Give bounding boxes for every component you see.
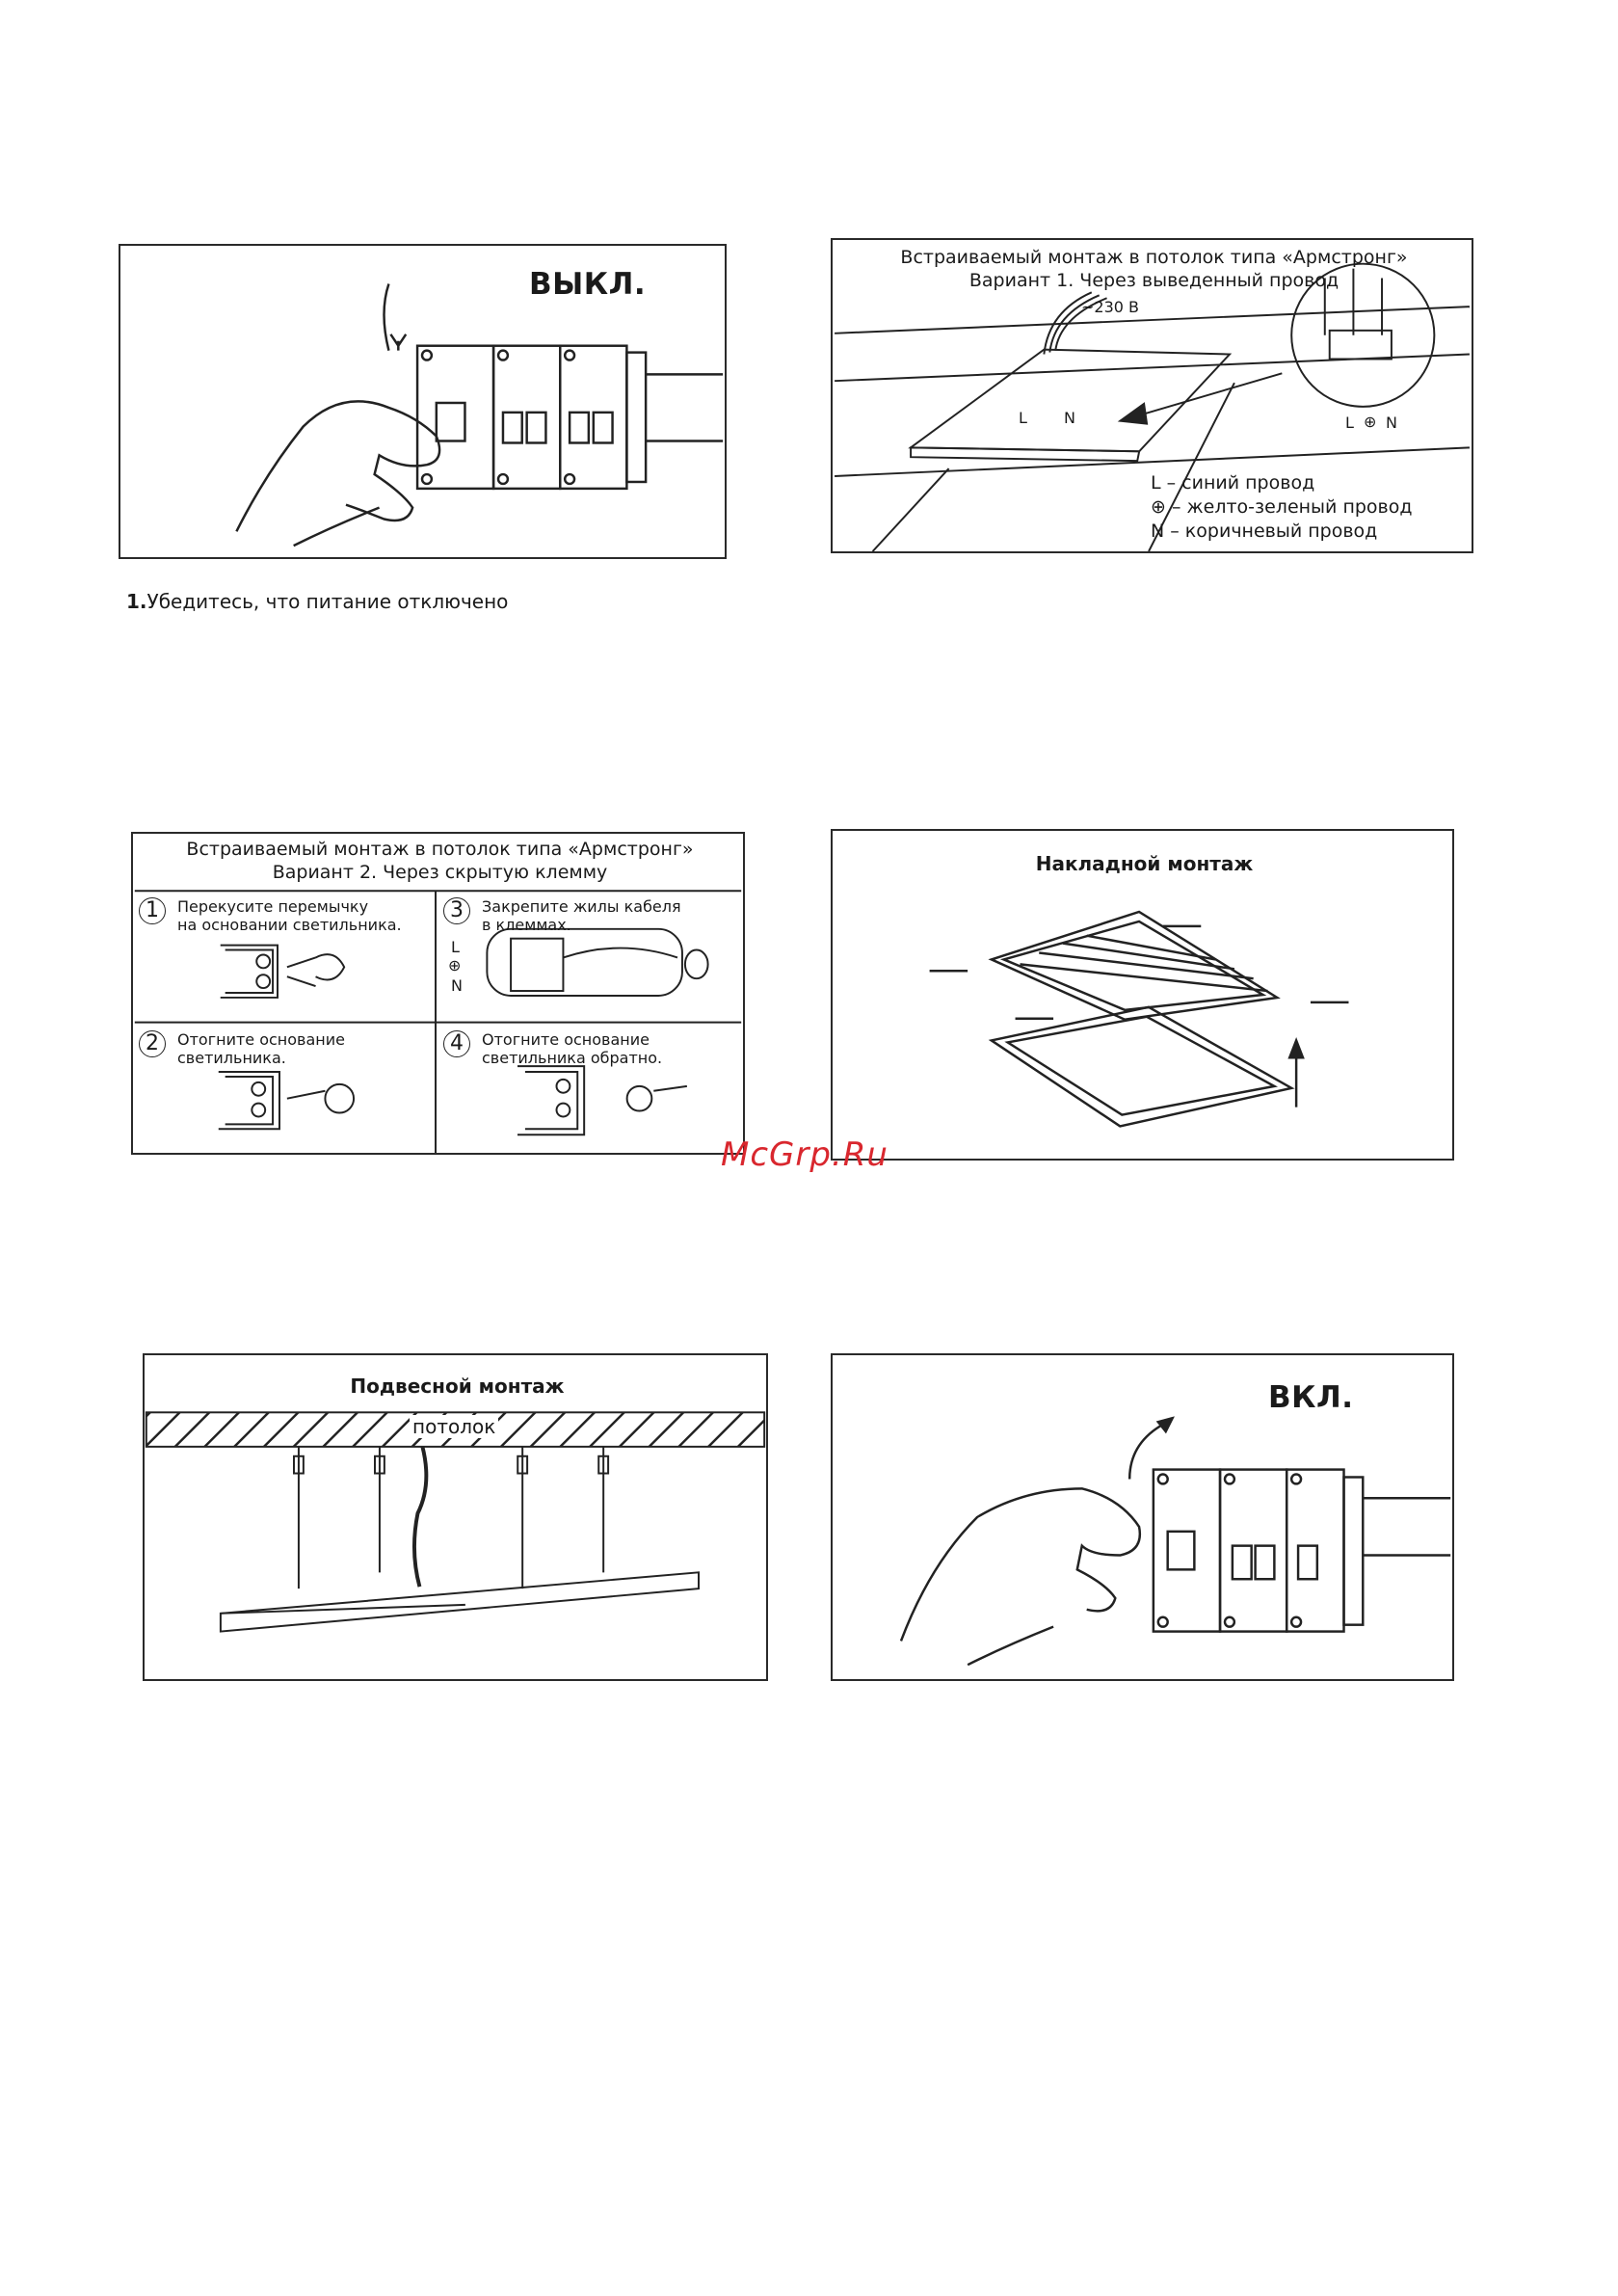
panel-surface-mount: Накладной монтаж [831, 829, 1454, 1161]
panel-armstrong-variant2: Встраиваемый монтаж в потолок типа «Армс… [131, 832, 745, 1155]
legend-l: L – синий провод [1151, 471, 1413, 495]
legend-l-text: – синий провод [1166, 472, 1315, 494]
step1-line2: на основании светильника. [177, 916, 402, 934]
off-label: ВЫКЛ. [529, 267, 647, 302]
legend-n-text: – коричневый провод [1170, 521, 1378, 542]
terminal-l-label: L [1345, 414, 1354, 432]
panel-power-off: ВЫКЛ. [119, 244, 727, 559]
panel2-title-line1: Встраиваемый монтаж в потолок типа «Армс… [900, 247, 1408, 268]
step-text-3: Закрепите жилы кабеля в клеммах. [482, 897, 681, 934]
step-number-2: 2 [139, 1030, 166, 1057]
step1-caption: 1.Убедитесь, что питание отключено [126, 590, 508, 613]
breaker-on-illustration [899, 1416, 1451, 1667]
step4-line2: светильника обратно. [482, 1049, 663, 1067]
breaker-off-illustration [235, 283, 724, 547]
surface-mount-illustration [929, 910, 1349, 1128]
armstrong-wire-illustration [835, 262, 1470, 551]
step-number-1: 1 [139, 897, 166, 924]
step-text-4: Отогните основание светильника обратно. [482, 1030, 662, 1067]
suspended-mount-title: Подвесной монтаж [350, 1375, 565, 1398]
panel2-title-line2: Вариант 1. Через выведенный провод [968, 270, 1339, 291]
step3-line2: в клеммах. [482, 916, 571, 934]
step2-line2: светильника. [177, 1049, 286, 1067]
ground-icon: ⊕ [1151, 496, 1166, 518]
voltage-label: ~230 В [1081, 298, 1140, 316]
terminal-steps-grid [134, 890, 742, 1153]
terminal-n-label: N [1386, 414, 1397, 432]
suspended-mount-illustration [145, 1411, 766, 1633]
step-number-4: 4 [443, 1030, 470, 1057]
panel-power-on: ВКЛ. [831, 1353, 1454, 1681]
panel3-title-line2: Вариант 2. Через скрытую клемму [272, 862, 608, 883]
legend-ground: ⊕ – желто-зеленый провод [1151, 495, 1413, 520]
legend-n-key: N [1151, 521, 1165, 542]
step3-line1: Закрепите жилы кабеля [482, 897, 681, 916]
cable-ground-icon: ⊕ [448, 956, 462, 974]
on-label: ВКЛ. [1268, 1380, 1354, 1415]
step1-line1: Перекусите перемычку [177, 897, 369, 916]
step1-text: Убедитесь, что питание отключено [146, 590, 509, 613]
legend-l-key: L [1151, 472, 1161, 494]
wire-legend: L – синий провод ⊕ – желто-зеленый прово… [1151, 471, 1413, 544]
panel-suspended-mount: Подвесной монтаж потолок [143, 1353, 768, 1681]
ceiling-label: потолок [410, 1415, 499, 1438]
surface-mount-title: Накладной монтаж [1035, 852, 1254, 875]
watermark-logo: McGrp.Ru [721, 1135, 889, 1174]
step-number-3: 3 [443, 897, 470, 924]
panel-armstrong-variant1: Встраиваемый монтаж в потолок типа «Армс… [831, 238, 1473, 553]
step-text-1: Перекусите перемычку на основании светил… [177, 897, 402, 934]
panel2-title: Встраиваемый монтаж в потолок типа «Армс… [833, 246, 1472, 292]
terminal-ground-icon: ⊕ [1364, 413, 1377, 431]
legend-n: N – коричневый провод [1151, 520, 1413, 544]
wire-n-label: N [1064, 409, 1075, 427]
cable-l-label: L [451, 938, 460, 956]
wire-l-label: L [1019, 409, 1027, 427]
panel3-title: Встраиваемый монтаж в потолок типа «Армс… [133, 838, 743, 884]
step1-number: 1. [126, 590, 147, 613]
panel3-title-line1: Встраиваемый монтаж в потолок типа «Армс… [186, 839, 694, 860]
step-text-2: Отогните основание светильника. [177, 1030, 345, 1067]
legend-ground-text: – желто-зеленый провод [1171, 496, 1413, 518]
step4-line1: Отогните основание [482, 1030, 650, 1049]
cable-n-label: N [451, 976, 463, 995]
step2-line1: Отогните основание [177, 1030, 345, 1049]
